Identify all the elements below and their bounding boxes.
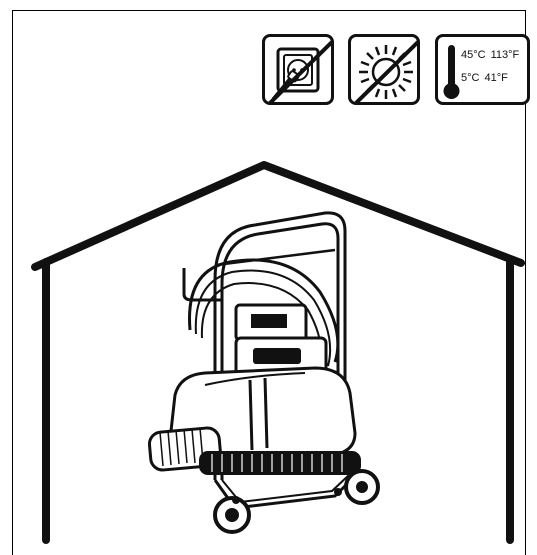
pool-cleaner-on-caddy-icon bbox=[148, 213, 378, 532]
